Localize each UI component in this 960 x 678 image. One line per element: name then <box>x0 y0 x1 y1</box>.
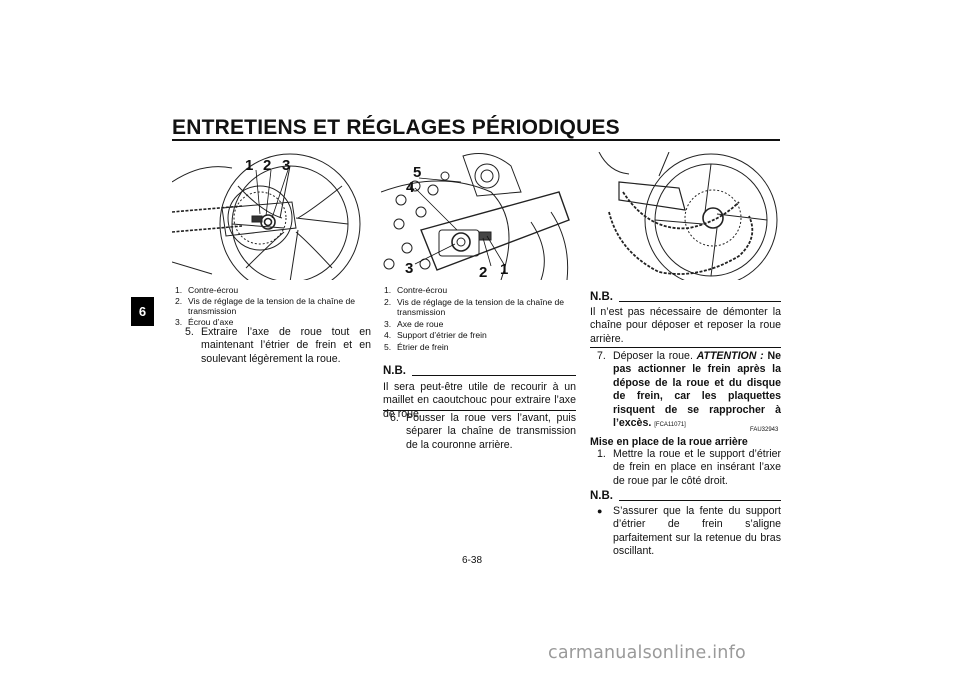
figure-chain-adjuster: 1 2 3 <box>172 152 370 280</box>
attention-code: [FCA11071] <box>654 422 686 429</box>
figure-brake-caliper: 5 4 3 2 1 <box>381 152 577 280</box>
caption-item: 1.Contre-écrou <box>384 285 448 295</box>
callout-3: 3 <box>282 157 290 174</box>
col2-nb-end-rule <box>383 410 576 411</box>
figure1-captions: 1.Contre-écrou 2.Vis de réglage de la te… <box>175 285 371 327</box>
col2-step-6: 6.Pousser la roue vers l’avant, puis sép… <box>390 412 576 451</box>
page-title: ENTRETIENS ET RÉGLAGES PÉRIODIQUES <box>172 116 620 139</box>
page-number: 6-38 <box>462 555 483 566</box>
figure-wheel-removal <box>589 152 783 280</box>
col1-step-5: 5.Extraire l’axe de roue tout en mainten… <box>185 326 371 365</box>
col3-nb2-heading: N.B. <box>590 490 781 503</box>
caption-item: 5.Étrier de frein <box>384 341 449 352</box>
col3-nb1-heading: N.B. <box>590 291 781 304</box>
caption-item: 3.Écrou d’axe <box>175 316 234 327</box>
col2-nb-heading: N.B. <box>383 365 576 378</box>
attention-label: ATTENTION : <box>696 350 764 362</box>
caption-item: 2.Vis de réglage de la tension de la cha… <box>384 296 565 318</box>
caption-item: 2.Vis de réglage de la tension de la cha… <box>175 295 356 317</box>
callout-2: 2 <box>263 157 271 174</box>
caption-item: 4.Support d’étrier de frein <box>384 330 487 341</box>
bullet-icon: ● <box>597 506 603 516</box>
callout-4: 4 <box>406 179 415 196</box>
col3-nb1-end-rule <box>590 347 781 348</box>
col3-nb2-bullet: ●S’assurer que la fente du support d’étr… <box>597 505 781 558</box>
watermark: carmanualsonline.info <box>548 643 746 663</box>
callout-1: 1 <box>500 261 508 278</box>
title-underline <box>172 139 780 141</box>
callout-1: 1 <box>245 157 253 174</box>
col3-nb1-text: Il n’est pas nécessaire de démonter la c… <box>590 306 781 345</box>
caption-item: 3.Axe de roue <box>384 318 444 329</box>
figure2-captions: 1.Contre-écrou 2.Vis de réglage de la te… <box>384 285 578 353</box>
callout-5: 5 <box>413 164 421 181</box>
step7-text: Déposer la roue. <box>613 350 693 362</box>
chapter-tab: 6 <box>131 297 154 326</box>
fau-code: FAU32943 <box>750 427 779 433</box>
callout-2: 2 <box>479 264 487 280</box>
col3-step-1: 1.Mettre la roue et le support d’étrier … <box>597 448 781 487</box>
attention-text: Ne pas actionner le frein après la dépos… <box>613 350 781 430</box>
callout-3: 3 <box>405 260 413 277</box>
col3-step-7: 7.Déposer la roue. ATTENTION : Ne pas ac… <box>597 350 781 430</box>
caption-item: 1.Contre-écrou <box>175 285 239 295</box>
section-heading: Mise en place de la roue arrière <box>590 436 748 448</box>
